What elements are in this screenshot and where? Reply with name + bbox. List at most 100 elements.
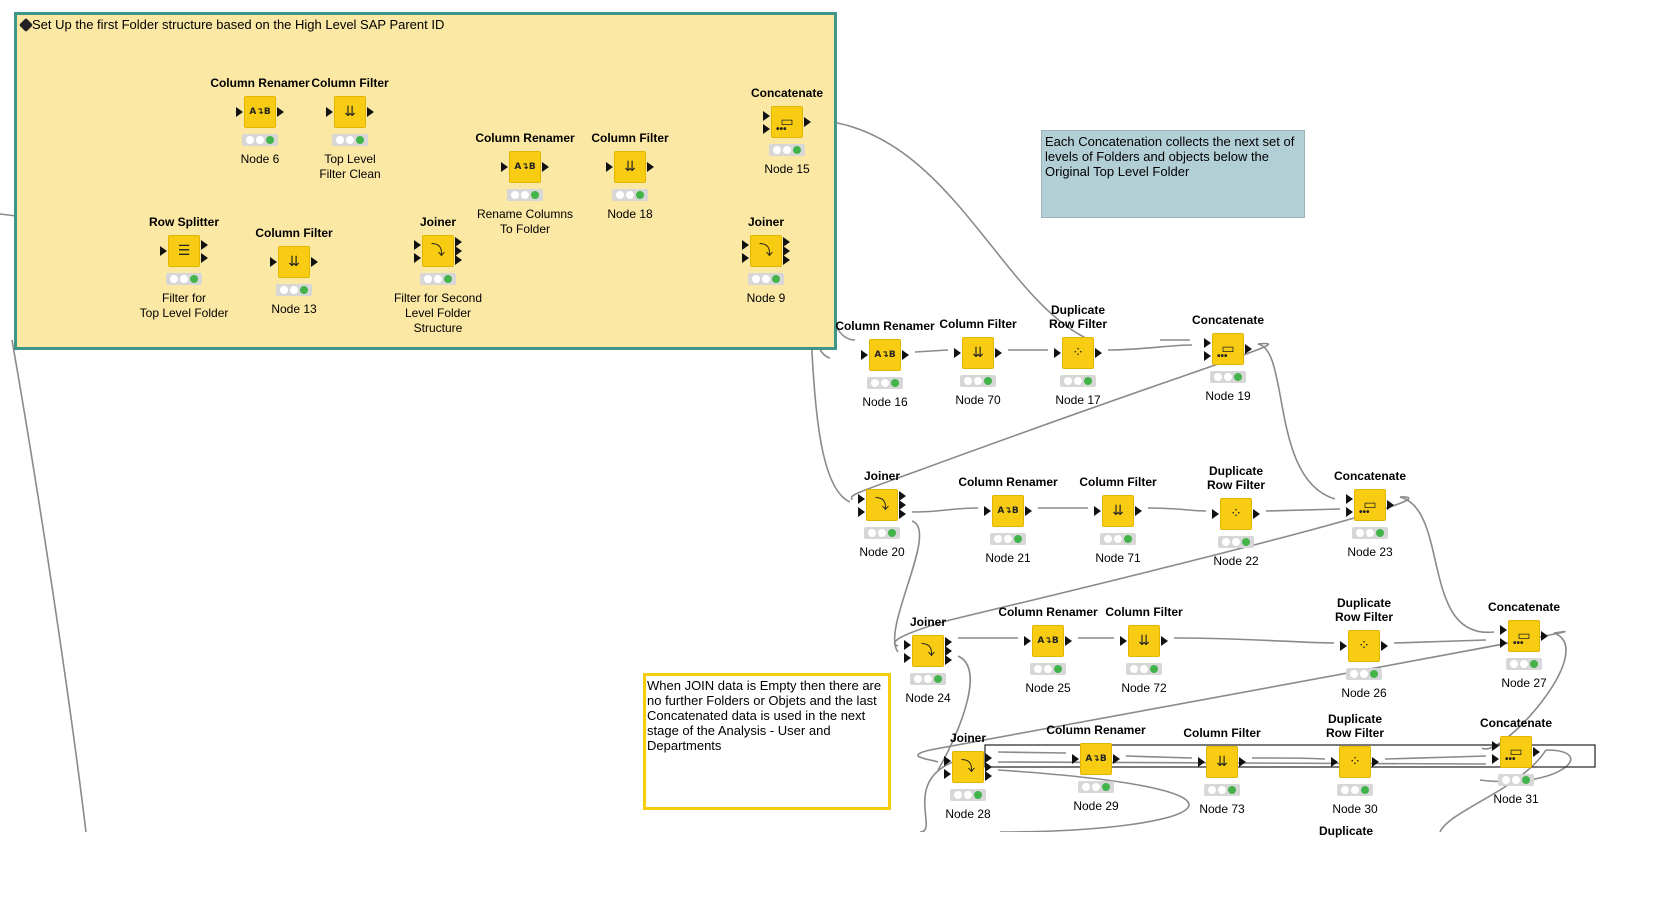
node-n71[interactable]: Column Filter⇊Node 71: [1063, 475, 1173, 585]
column-filter-icon[interactable]: ⇊: [278, 246, 310, 278]
row-splitter-icon[interactable]: ☰: [168, 235, 200, 267]
input-port[interactable]: [160, 246, 167, 256]
output-port[interactable]: [899, 500, 906, 510]
concatenate-icon[interactable]: ▭: [1500, 736, 1532, 768]
column-filter-icon[interactable]: ⇊: [962, 337, 994, 369]
node-n28[interactable]: Joiner⤵Node 28: [913, 731, 1023, 841]
joiner-icon[interactable]: ⤵: [750, 235, 782, 267]
input-port[interactable]: [763, 111, 770, 121]
connection-line[interactable]: [997, 769, 1190, 832]
input-port[interactable]: [1340, 641, 1347, 651]
output-port[interactable]: [201, 253, 208, 263]
output-port[interactable]: [899, 509, 906, 519]
node-n9[interactable]: Joiner⤵Node 9: [711, 215, 821, 325]
connection-line[interactable]: [1384, 755, 1487, 760]
input-port[interactable]: [904, 640, 911, 650]
column-renamer-icon[interactable]: A↴B: [1080, 743, 1112, 775]
duplicate-row-filter-icon[interactable]: ⁘: [1062, 337, 1094, 369]
connection-line[interactable]: [1251, 757, 1326, 760]
output-port[interactable]: [201, 240, 208, 250]
column-renamer-icon[interactable]: A↴B: [992, 495, 1024, 527]
output-port[interactable]: [1095, 348, 1102, 358]
input-port[interactable]: [742, 240, 749, 250]
concatenate-icon[interactable]: ▭: [771, 106, 803, 138]
output-port[interactable]: [1135, 506, 1142, 516]
connection-line[interactable]: [997, 751, 1067, 754]
node-n72[interactable]: Column Filter⇊Node 72: [1089, 605, 1199, 715]
output-port[interactable]: [783, 237, 790, 247]
input-port[interactable]: [1054, 348, 1061, 358]
input-port[interactable]: [1331, 757, 1338, 767]
duplicate-row-filter-icon[interactable]: ⁘: [1339, 746, 1371, 778]
connection-line[interactable]: [937, 655, 971, 771]
node-n13[interactable]: Column Filter⇊Node 13: [239, 226, 349, 336]
input-port[interactable]: [1198, 757, 1205, 767]
output-port[interactable]: [1239, 757, 1246, 767]
node-n20[interactable]: Joiner⤵Node 20: [827, 469, 937, 579]
output-port[interactable]: [804, 117, 811, 127]
node-n15[interactable]: Concatenate▭•••Node 15: [732, 86, 842, 196]
output-port[interactable]: [902, 350, 909, 360]
connection-line[interactable]: [1125, 755, 1193, 759]
output-port[interactable]: [367, 107, 374, 117]
output-port[interactable]: [311, 257, 318, 267]
input-port[interactable]: [326, 107, 333, 117]
connection-line[interactable]: [914, 349, 949, 353]
connection-line[interactable]: [919, 759, 959, 832]
concatenate-icon[interactable]: ▭: [1354, 489, 1386, 521]
connection-line[interactable]: [1257, 343, 1336, 500]
column-filter-icon[interactable]: ⇊: [1206, 746, 1238, 778]
column-filter-icon[interactable]: ⇊: [1128, 625, 1160, 657]
input-port[interactable]: [1094, 506, 1101, 516]
input-port[interactable]: [904, 653, 911, 663]
node-n70[interactable]: Column Filter⇊Node 70: [923, 317, 1033, 427]
output-port[interactable]: [1113, 754, 1120, 764]
input-port[interactable]: [944, 769, 951, 779]
output-port[interactable]: [945, 637, 952, 647]
output-port[interactable]: [1025, 506, 1032, 516]
input-port[interactable]: [1492, 741, 1499, 751]
node-n23[interactable]: Concatenate▭•••Node 23: [1315, 469, 1425, 579]
output-port[interactable]: [985, 762, 992, 772]
input-port[interactable]: [1346, 494, 1353, 504]
output-port[interactable]: [542, 162, 549, 172]
connection-line[interactable]: [11, 339, 87, 832]
input-port[interactable]: [1120, 636, 1127, 646]
input-port[interactable]: [1346, 507, 1353, 517]
output-port[interactable]: [783, 246, 790, 256]
input-port[interactable]: [1492, 754, 1499, 764]
connection-line[interactable]: [1399, 496, 1495, 633]
node-n18[interactable]: Column Filter⇊Node 18: [575, 131, 685, 241]
joiner-icon[interactable]: ⤵: [952, 751, 984, 783]
joiner-icon[interactable]: ⤵: [866, 489, 898, 521]
output-port[interactable]: [455, 237, 462, 247]
column-filter-icon[interactable]: ⇊: [334, 96, 366, 128]
output-port[interactable]: [945, 646, 952, 656]
column-renamer-icon[interactable]: A↴B: [1032, 625, 1064, 657]
concatenate-icon[interactable]: ▭: [1212, 333, 1244, 365]
column-filter-icon[interactable]: ⇊: [614, 151, 646, 183]
connection-line[interactable]: [1265, 508, 1341, 512]
output-port[interactable]: [455, 246, 462, 256]
input-port[interactable]: [501, 162, 508, 172]
input-port[interactable]: [606, 162, 613, 172]
concatenate-icon[interactable]: ▭: [1508, 620, 1540, 652]
input-port[interactable]: [1212, 509, 1219, 519]
output-port[interactable]: [1541, 631, 1548, 641]
node-n27[interactable]: Concatenate▭•••Node 27: [1469, 600, 1579, 710]
output-port[interactable]: [1372, 757, 1379, 767]
input-port[interactable]: [944, 756, 951, 766]
output-port[interactable]: [1161, 636, 1168, 646]
connection-line[interactable]: [1393, 639, 1487, 644]
connection-line[interactable]: [893, 520, 921, 653]
